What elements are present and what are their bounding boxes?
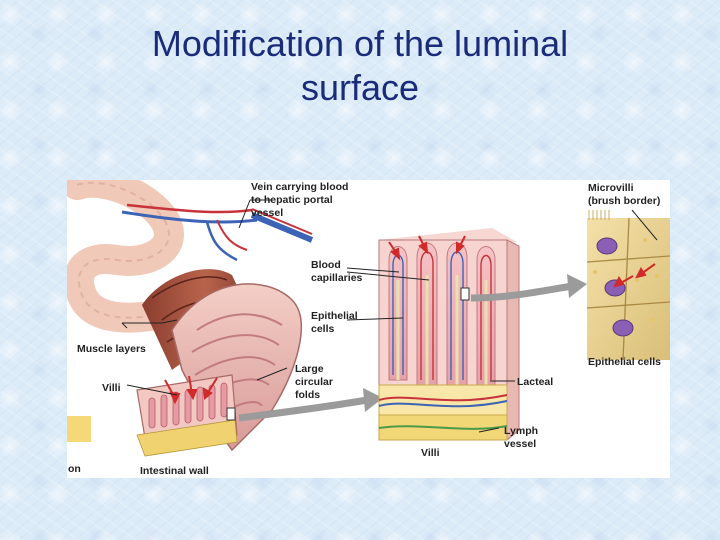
- label-large-folds-line1: Large: [295, 363, 324, 375]
- small-intestine-drawing: [67, 180, 314, 457]
- label-epithelial-line1: Epithelial: [311, 310, 358, 322]
- label-microvilli-line1: Microvilli: [588, 182, 634, 194]
- label-vein-line3: vessel: [251, 207, 283, 219]
- label-villi-center: Villi: [421, 447, 440, 459]
- label-large-folds-line3: folds: [295, 389, 320, 401]
- villi-block-drawing: [378, 228, 520, 442]
- gray-arrow-2: [567, 274, 587, 298]
- label-lacteal: Lacteal: [517, 376, 553, 388]
- label-large-folds-line2: circular: [295, 376, 333, 388]
- label-microvilli-line2: (brush border): [588, 195, 660, 207]
- label-blood-capillaries-line1: Blood: [311, 259, 341, 271]
- label-muscle-layers: Muscle layers: [77, 343, 146, 355]
- label-intestinal-wall: Intestinal wall: [140, 465, 209, 477]
- figure-labels: Vein carrying blood to hepatic portal ve…: [68, 181, 661, 477]
- label-villi-left: Villi: [102, 382, 121, 394]
- label-epithelial-cells: Epithelial cells: [588, 356, 661, 368]
- label-lymph-line2: vessel: [504, 438, 536, 450]
- leader-lines: [121, 199, 658, 433]
- label-vein-line1: Vein carrying blood: [251, 181, 348, 193]
- intestine-illustration: Vein carrying blood to hepatic portal ve…: [67, 180, 670, 478]
- epithelial-cells-drawing: [586, 210, 670, 361]
- label-lymph-line1: Lymph: [504, 425, 538, 437]
- label-cropped-left: on: [68, 463, 81, 475]
- label-epithelial-line2: cells: [311, 323, 335, 335]
- gray-arrow-1: [363, 388, 383, 412]
- title-line-1: Modification of the luminal: [151, 23, 569, 64]
- cropped-yellow-box: [67, 416, 91, 442]
- label-blood-capillaries-line2: capillaries: [311, 272, 363, 284]
- illustration-svg: Vein carrying blood to hepatic portal ve…: [67, 180, 670, 477]
- title-line-2: surface: [300, 67, 420, 108]
- slide-title: Modification of the luminal surface: [60, 22, 660, 110]
- label-vein-line2: to hepatic portal: [251, 194, 333, 206]
